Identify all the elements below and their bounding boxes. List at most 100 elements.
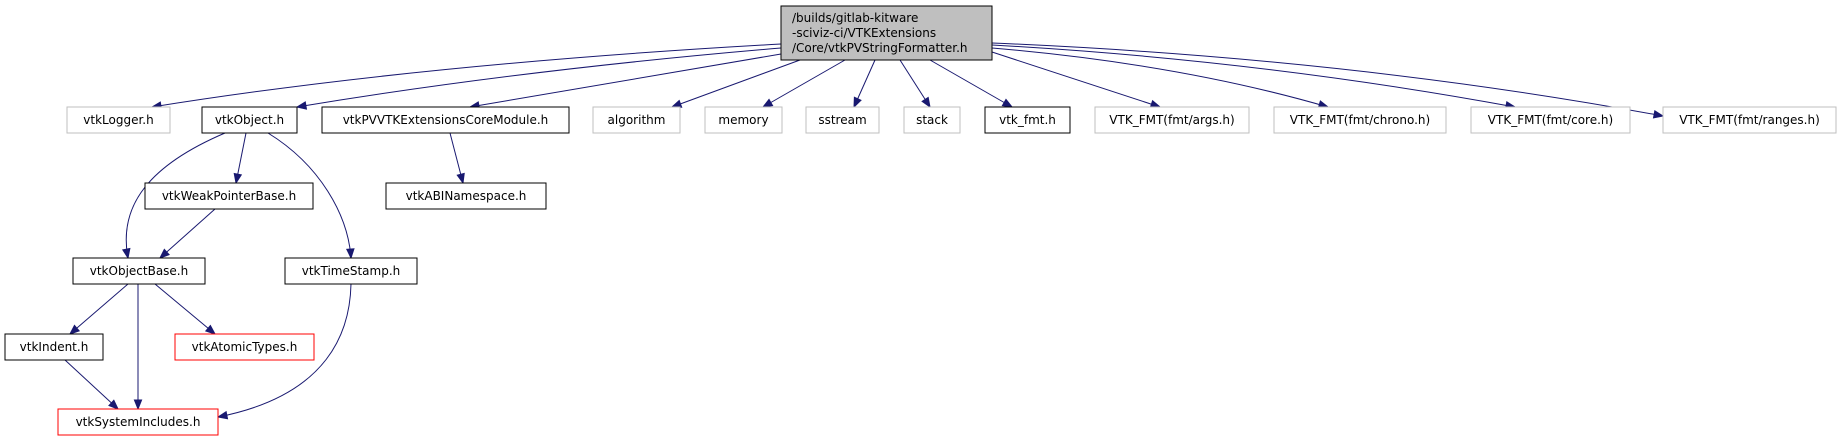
node-vtkLogger[interactable]: vtkLogger.h xyxy=(66,106,171,134)
node-abins[interactable]: vtkABINamespace.h xyxy=(385,182,547,210)
node-stack[interactable]: stack xyxy=(903,106,961,134)
node-label: vtkTimeStamp.h xyxy=(302,264,401,278)
node-box xyxy=(321,106,570,134)
node-sstream[interactable]: sstream xyxy=(805,106,880,134)
node-algorithm[interactable]: algorithm xyxy=(592,106,681,134)
edge-arrowhead xyxy=(1001,98,1014,108)
node-box xyxy=(704,106,783,134)
edge-line xyxy=(762,59,846,108)
edge-root-to-algorithm xyxy=(670,59,801,108)
node-label: VTK_FMT(fmt/ranges.h) xyxy=(1679,113,1820,127)
edge-line xyxy=(267,132,352,259)
node-label: VTK_FMT(fmt/args.h) xyxy=(1109,113,1234,127)
edge-arrowhead xyxy=(216,410,229,420)
node-label: VTK_FMT(fmt/chrono.h) xyxy=(1290,113,1430,127)
edge-root-to-vtkObject xyxy=(295,47,782,110)
edge-root-to-vtkLogger xyxy=(150,43,782,110)
edge-coreModule-to-abins xyxy=(449,132,465,185)
edge-arrowhead xyxy=(761,98,774,108)
node-vtkfmt[interactable]: vtk_fmt.h xyxy=(984,106,1071,134)
node-label: vtkAtomicTypes.h xyxy=(192,340,298,354)
node-label: vtkLogger.h xyxy=(83,113,153,127)
edge-arrowhead xyxy=(233,172,243,185)
edge-line xyxy=(671,59,801,108)
root-label-line-2: -sciviz-ci/VTKExtensions xyxy=(792,26,936,40)
nodes-layer: /builds/gitlab-kitware -sciviz-ci/VTKExt… xyxy=(4,5,1837,436)
root-label-line-3: /Core/vtkPVStringFormatter.h xyxy=(792,41,968,55)
edge-root-to-fmtargs xyxy=(991,51,1162,109)
edge-root-to-stack xyxy=(899,59,931,109)
edge-vtkObject-to-timestamp xyxy=(267,132,355,260)
node-box xyxy=(174,333,315,361)
edge-arrowhead xyxy=(133,399,143,411)
edge-arrowhead xyxy=(853,96,862,109)
edge-root-to-vtkfmt xyxy=(929,59,1014,108)
edge-arrowhead xyxy=(670,99,683,108)
node-fmtcore[interactable]: VTK_FMT(fmt/core.h) xyxy=(1470,106,1631,134)
node-box xyxy=(805,106,880,134)
edge-line xyxy=(64,359,119,410)
edge-line xyxy=(217,283,352,418)
node-box xyxy=(4,333,104,361)
node-indent[interactable]: vtkIndent.h xyxy=(4,333,104,361)
node-label: vtk_fmt.h xyxy=(999,113,1056,127)
node-box xyxy=(1470,106,1631,134)
edge-indent-to-sysinc xyxy=(64,359,119,410)
node-memory[interactable]: memory xyxy=(704,106,783,134)
edge-root-to-fmtcore xyxy=(991,44,1517,110)
node-root-vtkPVStringFormatter[interactable]: /builds/gitlab-kitware -sciviz-ci/VTKExt… xyxy=(780,5,993,61)
node-label: vtkSystemIncludes.h xyxy=(76,415,201,429)
edge-arrowhead xyxy=(295,101,308,110)
node-vtkObject[interactable]: vtkObject.h xyxy=(201,106,298,134)
node-box xyxy=(592,106,681,134)
edge-line xyxy=(69,283,129,335)
edge-root-to-fmtranges xyxy=(991,42,1665,119)
edge-objbase-to-sysinc xyxy=(133,284,143,411)
node-box xyxy=(903,106,961,134)
node-label: vtkObjectBase.h xyxy=(90,264,188,278)
node-box xyxy=(385,182,547,210)
node-fmtranges[interactable]: VTK_FMT(fmt/ranges.h) xyxy=(1662,106,1837,134)
edge-timestamp-to-sysinc xyxy=(216,283,352,420)
edge-objbase-to-atomic xyxy=(154,283,217,335)
edge-root-to-coreModule xyxy=(468,53,782,110)
edge-line xyxy=(159,208,216,259)
edge-arrowhead xyxy=(456,172,465,185)
edge-arrowhead xyxy=(68,324,81,335)
node-box xyxy=(1094,106,1250,134)
edge-arrowhead xyxy=(158,248,170,259)
node-box xyxy=(284,257,418,285)
node-atomic[interactable]: vtkAtomicTypes.h xyxy=(174,333,315,361)
node-box xyxy=(66,106,171,134)
node-label: memory xyxy=(718,113,768,127)
node-weakptr[interactable]: vtkWeakPointerBase.h xyxy=(144,182,314,210)
node-sysinc[interactable]: vtkSystemIncludes.h xyxy=(57,408,219,436)
edge-line xyxy=(296,47,782,108)
node-box xyxy=(1662,106,1837,134)
node-label: sstream xyxy=(818,113,866,127)
edge-arrowhead xyxy=(204,324,217,335)
node-timestamp[interactable]: vtkTimeStamp.h xyxy=(284,257,418,285)
node-label: vtkPVVTKExtensionsCoreModule.h xyxy=(343,113,549,127)
node-fmtargs[interactable]: VTK_FMT(fmt/args.h) xyxy=(1094,106,1250,134)
edge-line xyxy=(991,42,1664,117)
edge-root-to-sstream xyxy=(853,59,876,109)
node-box xyxy=(144,182,314,210)
node-box xyxy=(72,257,206,285)
node-label: vtkABINamespace.h xyxy=(406,189,527,203)
root-node-box xyxy=(780,5,993,61)
edge-weakptr-to-objbase xyxy=(158,208,216,259)
node-label: stack xyxy=(916,113,948,127)
edge-objbase-to-indent xyxy=(68,283,129,335)
edges-layer xyxy=(64,42,1665,420)
edge-line xyxy=(991,51,1161,108)
node-box xyxy=(57,408,219,436)
node-box xyxy=(984,106,1071,134)
edge-line xyxy=(469,53,782,108)
node-coreModule[interactable]: vtkPVVTKExtensionsCoreModule.h xyxy=(321,106,570,134)
node-objbase[interactable]: vtkObjectBase.h xyxy=(72,257,206,285)
edge-arrowhead xyxy=(1652,110,1665,119)
node-label: vtkObject.h xyxy=(215,113,284,127)
node-fmtchrono[interactable]: VTK_FMT(fmt/chrono.h) xyxy=(1273,106,1447,134)
